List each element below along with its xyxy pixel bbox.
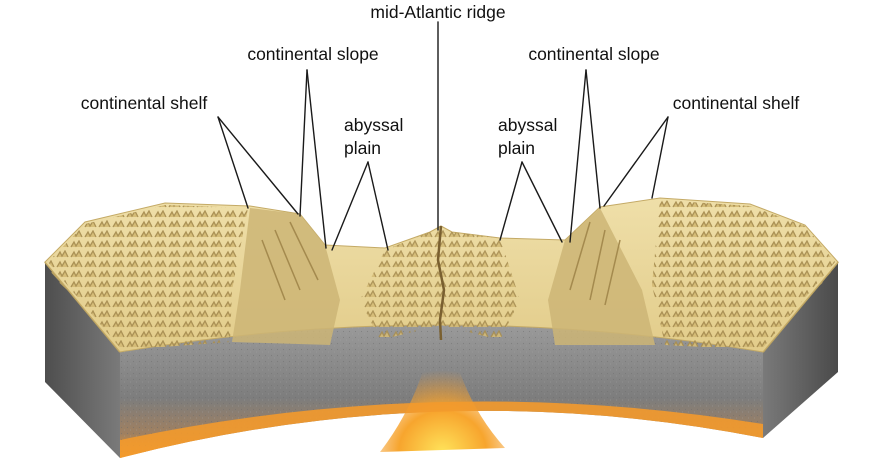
label-abyssal-plain-right-line2: plain [498, 138, 535, 158]
shelf-right-rough [652, 200, 835, 350]
label-abyssal-plain-left-line2: plain [344, 138, 381, 158]
label-continental-shelf-left: continental shelf [81, 93, 208, 113]
ridge-rough-zone [360, 226, 520, 340]
label-mid-atlantic-ridge: mid-Atlantic ridge [370, 2, 505, 22]
label-abyssal-plain-right-line1: abyssal [498, 115, 557, 135]
slope-right-shade [548, 208, 655, 345]
label-continental-slope-right: continental slope [528, 44, 659, 64]
magma-plume [380, 335, 505, 452]
mantle-band [120, 401, 763, 458]
block-left-side [45, 262, 120, 458]
block-right-side [763, 262, 838, 438]
slope-left-shade [232, 208, 340, 345]
slope-left-ridges [261, 221, 319, 301]
label-abyssal-plain-left-line1: abyssal [344, 115, 403, 135]
shelf-left-rough [48, 205, 248, 350]
leader-lines [217, 21, 669, 251]
rift-valley [436, 225, 446, 341]
label-continental-slope-left: continental slope [247, 44, 378, 64]
label-continental-shelf-right: continental shelf [673, 93, 800, 113]
slope-right-ridges [569, 221, 621, 306]
